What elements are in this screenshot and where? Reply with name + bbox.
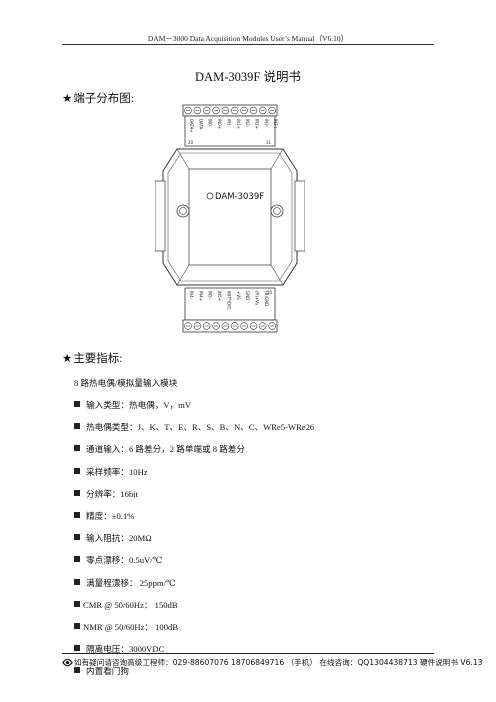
list-item: 采样频率：10Hz [62,461,442,483]
section-specs-label: 主要指标: [73,353,123,365]
running-header: DAM－3000 Data Acquisition Modules User’s… [147,34,349,43]
top-pin-labels: DATA+ DATA- IN0- IN0+ IN1- IN1+ IN2- IN2+ IN3- IN… [189,119,278,133]
list-item: 零点漂移：0.5uV/℃ [62,549,442,571]
list-item: 通道输入：6 路差分，2 路单端或 8 路差分 [62,438,442,460]
square-bullet-icon [74,578,80,585]
terminal-diagram: DATA+ DATA- IN0- IN0+ IN1- IN1+ IN2- IN2+ IN3- IN… [155,104,305,333]
list-item: 输入类型：热电偶，V，mV [62,394,442,416]
square-bullet-icon [74,622,80,629]
list-item: CMR @ 50/60Hz： 150dB [62,594,442,616]
top-pin-label: IN3+ [273,119,278,129]
square-bullet-icon [74,534,80,541]
list-item: 输入阻抗：20MΩ [62,527,442,549]
top-pin-label: IN0- [208,119,213,128]
list-item: NMR @ 50/60Hz： 100dB [62,616,442,638]
section-terminal-heading: ★端子分布图: [62,90,134,106]
square-bullet-icon [74,667,80,674]
square-bullet-icon [74,401,80,407]
front-label-area [188,168,272,266]
mounting-hole-left [176,204,190,218]
bottom-label-panel [184,287,276,321]
section-specs-heading: ★主要指标: [62,350,123,366]
square-bullet-icon [74,467,80,474]
list-item: 内置看门狗 [62,660,442,682]
top-pin-label: DATA- [198,119,203,131]
right-rail [294,180,305,252]
top-pin-label: IN1+ [236,119,241,129]
list-item: 分辨率：16bit [62,483,442,505]
square-bullet-icon [74,489,80,496]
bottom-pin-label: (B)GND [264,291,269,306]
bottom-pin-number-10: 10 [267,290,273,295]
top-pin-label: IN1- [226,119,231,128]
document-title: DAM-3039F 说明书 [195,70,301,84]
bottom-pin-label: IN4+ [198,291,203,301]
mounting-hole-right [270,204,284,218]
top-pin-label: DATA+ [189,119,194,133]
top-label-panel [184,115,276,147]
footer-rule [62,653,434,654]
top-screws [184,106,276,115]
top-pin-number-20: 20 [188,140,194,145]
list-item: 精度：±0.1% [62,505,442,527]
list-item: 热电偶类型：J、K、T、E、R、S、B、N、C、WRe5-WRe26 [62,416,442,438]
bottom-screws [184,322,276,330]
bottom-pin-label: +VS [236,291,241,300]
top-pin-label: IN2+ [254,119,259,129]
square-bullet-icon [74,600,80,607]
square-bullet-icon [74,445,80,452]
list-item: 满量程漂移： 25ppm/℃ [62,572,442,594]
footer: 如有疑问请咨询高级工程师：029-88607076 18706849716 （手… [62,657,483,668]
specs-intro: 8 路热电偶/模拟量输入模块 [74,378,178,388]
power-led-icon [206,192,214,200]
star-icon: ★ [62,353,73,365]
bottom-pin-labels: IN4- IN4+ IN5- IN5+ INIT*/DIO +VS GND (R)+Vs (B)… [189,291,269,310]
square-bullet-icon [74,556,80,563]
bottom-pin-label: (R)+Vs [254,291,259,305]
square-bullet-icon [74,423,80,430]
bottom-pin-label: IN5- [208,291,213,300]
header-rule [62,44,434,45]
bottom-pin-label: IN4- [189,291,194,300]
square-bullet-icon [74,511,80,518]
star-icon: ★ [62,93,73,105]
top-pin-label: IN2- [245,119,250,128]
top-pin-number-11: 11 [266,140,272,145]
left-rail [155,180,166,252]
housing-inner-edge [167,152,293,282]
company-logo-icon [62,658,73,667]
bottom-pin-label: INIT*/DIO [226,291,231,310]
bottom-pin-label: GND [245,291,250,300]
section-terminal-label: 端子分布图: [73,93,135,105]
list-item: 隔离电压：3000VDC [62,638,442,660]
model-label: DAM-3039F [215,192,264,202]
specs-list: 8 路热电偶/模拟量输入模块 输入类型：热电偶，V，mV 热电偶类型：J、K、T… [62,372,442,682]
top-pin-label: IN3- [264,119,269,128]
footer-text: 如有疑问请咨询高级工程师：029-88607076 18706849716 （手… [74,658,483,667]
bottom-pin-label: IN5+ [217,291,222,301]
square-bullet-icon [74,645,80,652]
top-pin-label: IN0+ [217,119,222,129]
